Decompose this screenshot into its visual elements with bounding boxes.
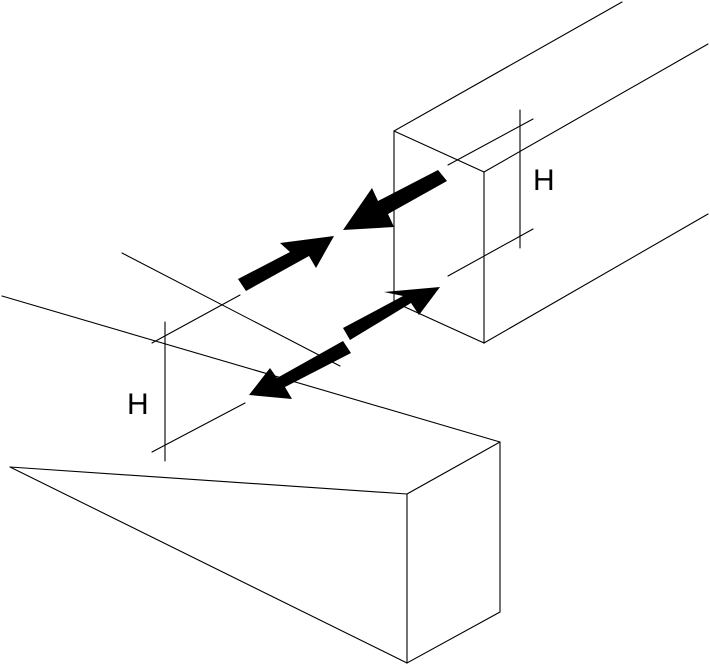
motion-arrows [238,170,447,399]
upper-beam-top-back-edge [393,1,623,132]
lower-dim-bottom-tick [151,402,246,453]
upper-dim-top-tick [447,118,534,166]
upper-height-label: H [533,164,555,197]
arrow-upper-left-down [343,170,447,230]
arrow-upper-right-up [238,236,334,291]
lower-left-beam [1,252,501,664]
lower-dim-top-tick [151,294,241,344]
upper-right-beam [393,1,709,344]
lower-height-dimension: H [127,294,246,462]
lower-beam-top-front-edge [9,466,408,495]
lower-beam-bottom-front-edge [9,466,408,664]
lower-beam-extension-line [121,252,341,367]
upper-height-dimension: H [447,109,555,277]
upper-dim-bottom-tick [447,228,534,277]
lower-height-label: H [127,388,149,421]
upper-beam-end-face [393,130,485,344]
upper-beam-top-front-edge [483,43,709,173]
arrow-lower-right-up [343,287,440,340]
arrow-lower-left-down [249,341,351,399]
lower-beam-top-back-edge [1,295,501,443]
lower-beam-end-face [406,441,501,664]
upper-beam-bottom-front-edge [483,213,709,344]
